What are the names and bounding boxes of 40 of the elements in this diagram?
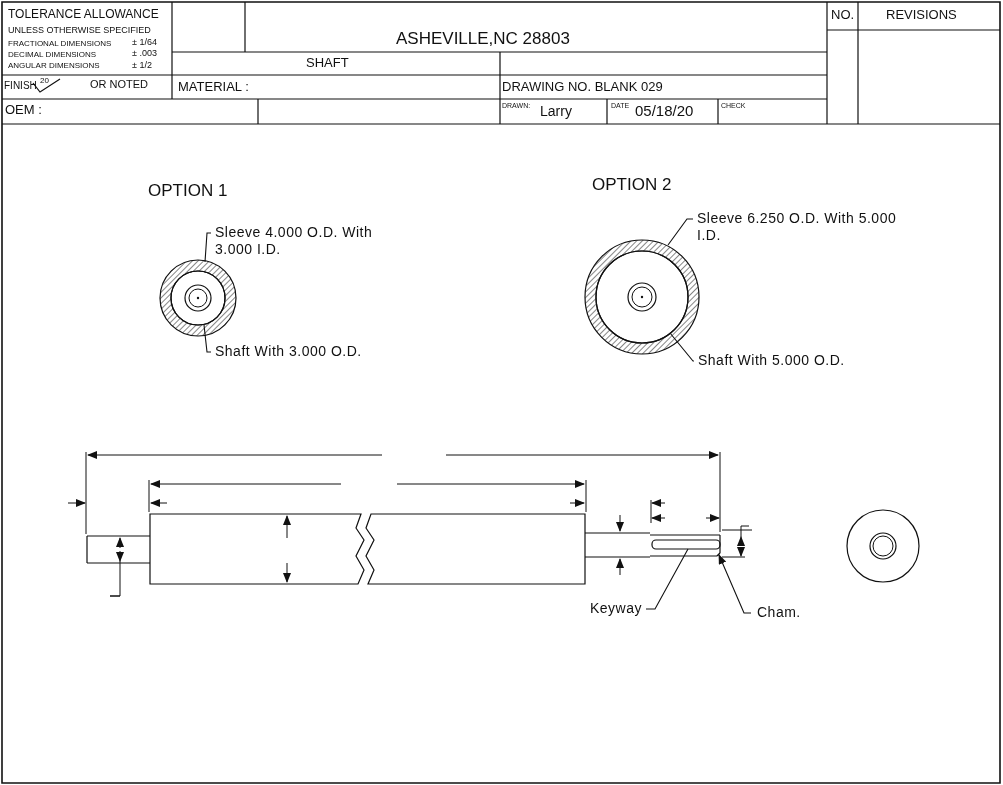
view-title: OPTION 1 — [148, 182, 228, 201]
title-block-text: NO. — [831, 8, 855, 23]
chamfer-edge — [716, 552, 721, 557]
title-block-text: SHAFT — [306, 56, 349, 71]
title-block-text: Larry — [540, 104, 572, 120]
title-block-text: FINISH — [4, 80, 37, 91]
view-title: OPTION 2 — [592, 176, 672, 195]
leader-line — [645, 548, 689, 610]
callout-text: Sleeve 4.000 O.D. With 3.000 I.D. — [215, 224, 405, 258]
leader-line — [667, 218, 694, 246]
title-block-text: ASHEVILLE,NC 28803 — [396, 30, 570, 49]
title-block-text: 20 — [40, 77, 49, 86]
leader-line — [203, 324, 212, 353]
title-block-text: ± .003 — [132, 49, 157, 59]
leader-line — [669, 332, 695, 362]
title-block-text: REVISIONS — [886, 8, 957, 23]
keyway-slot — [651, 539, 721, 550]
shaft-circle — [595, 250, 689, 344]
leader-line — [718, 554, 752, 614]
callout-text: Shaft With 5.000 O.D. — [698, 352, 918, 369]
title-block-text: ± 1/64 — [132, 38, 157, 48]
sleeve-ring — [159, 259, 237, 337]
title-block-text: OEM : — [5, 103, 42, 118]
callout-text: Cham. — [757, 604, 827, 621]
sleeve-ring — [584, 239, 700, 355]
title-block-text: DECIMAL DIMENSIONS — [8, 51, 97, 60]
callout-text: Keyway — [590, 600, 660, 617]
title-block-text: TOLERANCE ALLOWANCE — [8, 8, 159, 22]
title-block-text: DRAWING NO. BLANK 029 — [502, 80, 663, 95]
title-block-text: OR NOTED — [90, 78, 149, 91]
title-block-text: UNLESS OTHERWISE SPECIFIED — [8, 26, 151, 36]
shaft-circle — [170, 270, 226, 326]
callout-text: Sleeve 6.250 O.D. With 5.000 I.D. — [697, 210, 897, 244]
leader-line — [204, 232, 212, 263]
callout-text: Shaft With 3.000 O.D. — [215, 343, 435, 360]
title-block-text: ANGULAR DIMENSIONS — [8, 62, 100, 71]
title-block-text: FRACTIONAL DIMENSIONS — [8, 40, 112, 49]
title-block-text: ± 1/2 — [132, 61, 152, 71]
title-block-text: MATERIAL : — [178, 80, 249, 95]
title-block-text: 05/18/20 — [635, 103, 694, 120]
